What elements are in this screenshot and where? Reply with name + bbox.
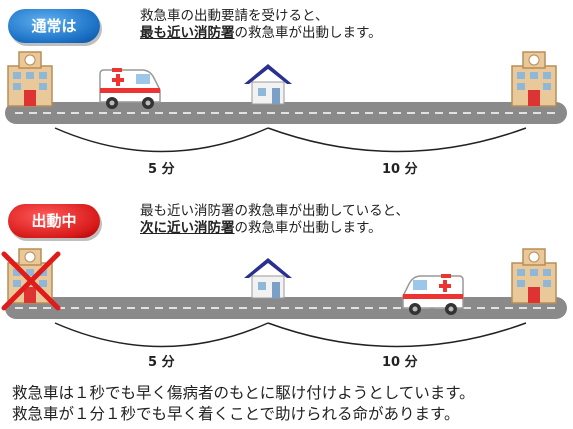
house-icon	[244, 64, 292, 105]
fire-station-icon	[511, 51, 557, 107]
route-diagram-normal	[5, 51, 567, 153]
scenario-description-busy: 最も近い消防署の救急車が出動していると、 次に近い消防署の救急車が出動します。	[140, 203, 409, 237]
distance-label-left: 5 分	[148, 162, 175, 177]
ambulance-icon	[402, 274, 464, 315]
house-icon	[244, 258, 292, 299]
fire-station-icon	[7, 51, 53, 107]
footer-line1: 救急車は１秒でも早く傷病者のもとに駆け付けようとしています。	[12, 384, 475, 402]
description-line1: 最も近い消防署の救急車が出動していると、	[140, 203, 410, 219]
next-station-emphasis: 次に近い消防署	[140, 220, 235, 236]
footer-message: 救急車は１秒でも早く傷病者のもとに駆け付けようとしています。 救急車が１分１秒で…	[12, 383, 475, 425]
description-line2-rest: の救急車が出動します。	[234, 25, 382, 41]
scenario-normal: 通常は 救急車の出動要請を受けると、 最も近い消防署の救急車が出動します。	[0, 0, 573, 195]
distance-arc-left	[54, 127, 269, 153]
route-diagram-busy	[1, 248, 567, 348]
distance-label-left: 5 分	[148, 355, 175, 370]
distance-arc-left	[54, 322, 269, 348]
scenario-badge-normal: 通常は	[8, 9, 100, 43]
footer-line2: 救急車が１分１秒でも早く着くことで助けられる命があります。	[12, 405, 460, 423]
distance-label-right: 10 分	[382, 355, 418, 370]
distance-arc-right	[267, 322, 527, 348]
distance-label-right: 10 分	[382, 162, 418, 177]
description-line1: 救急車の出動要請を受けると、	[140, 8, 329, 24]
fire-station-icon	[511, 248, 557, 304]
ambulance-icon	[99, 68, 161, 109]
description-line2-rest: の救急車が出動します。	[234, 220, 382, 236]
scenario-description-normal: 救急車の出動要請を受けると、 最も近い消防署の救急車が出動します。	[140, 8, 382, 42]
scenario-busy: 出動中 最も近い消防署の救急車が出動していると、 次に近い消防署の救急車が出動し…	[0, 198, 573, 370]
nearest-station-emphasis: 最も近い消防署	[140, 25, 235, 41]
cross-mark-icon	[1, 251, 61, 311]
distance-arc-right	[267, 127, 527, 153]
scenario-badge-busy: 出動中	[8, 204, 100, 238]
